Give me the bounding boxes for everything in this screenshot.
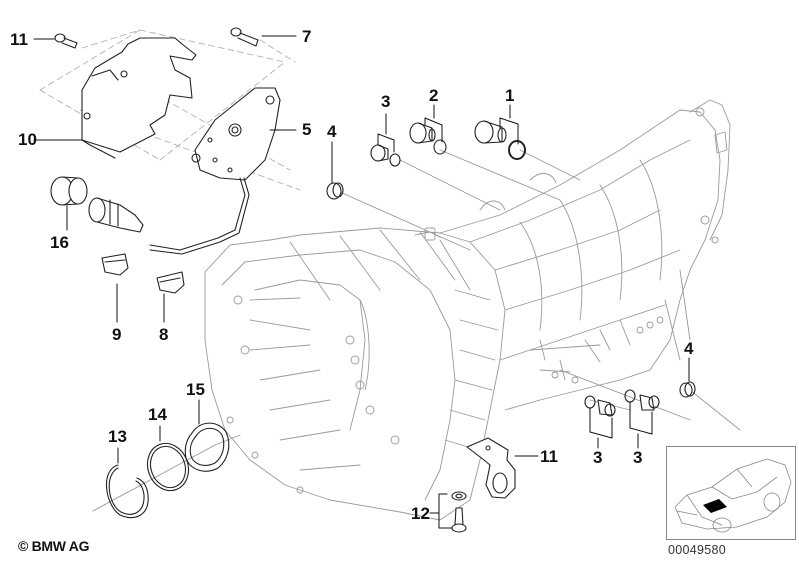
copyright-label: © BMW AG xyxy=(18,538,90,554)
callout-3-top: 3 xyxy=(381,92,391,111)
callout-5: 5 xyxy=(302,120,312,139)
callout-11: 11 xyxy=(540,447,558,466)
callout-4-right: 4 xyxy=(684,339,694,358)
vehicle-location-thumbnail xyxy=(666,446,796,540)
clip-8 xyxy=(101,253,129,276)
clip-7 xyxy=(156,271,185,294)
callout-3-lower-right: 3 xyxy=(633,448,643,467)
callout-4-upper: 4 xyxy=(327,122,337,141)
callout-15: 15 xyxy=(186,380,205,399)
callout-13: 13 xyxy=(108,427,127,446)
cover-plate-9 xyxy=(81,37,197,159)
seal-15 xyxy=(184,422,230,472)
car-outline-icon xyxy=(674,458,792,533)
screw-10 xyxy=(54,33,78,49)
plug-1 xyxy=(474,120,526,160)
callout-9: 10 xyxy=(18,130,37,149)
highlight-marker xyxy=(703,499,727,513)
connector-ring-16 xyxy=(50,176,88,206)
connector-plug xyxy=(88,197,144,233)
callout-6: 7 xyxy=(302,27,312,46)
callout-2: 2 xyxy=(429,86,439,105)
leader-lines xyxy=(33,35,690,529)
callout-16: 16 xyxy=(50,233,69,252)
callout-7: 8 xyxy=(159,325,169,344)
reference-number: 00049580 xyxy=(668,543,727,557)
callout-3-lower-left: 3 xyxy=(593,448,603,467)
plug-3-top xyxy=(370,144,401,167)
callout-1: 1 xyxy=(505,86,515,105)
callout-12: 12 xyxy=(411,504,430,523)
bolt-12 xyxy=(451,491,467,533)
callout-8: 9 xyxy=(112,325,122,344)
circlip-13 xyxy=(105,464,149,519)
plug-3-lower-left xyxy=(584,395,616,417)
plug-3-lower-right xyxy=(624,389,660,411)
position-switch-5 xyxy=(149,87,281,255)
callout-10: 11 xyxy=(10,30,28,49)
callout-14: 14 xyxy=(148,405,167,424)
cap-4-upper xyxy=(326,182,344,200)
bracket-11 xyxy=(466,437,516,499)
ring-14 xyxy=(146,442,190,492)
screw-6 xyxy=(230,27,259,47)
plug-2 xyxy=(409,122,447,155)
cap-4-right xyxy=(679,381,696,398)
transmission-housing xyxy=(204,99,731,521)
